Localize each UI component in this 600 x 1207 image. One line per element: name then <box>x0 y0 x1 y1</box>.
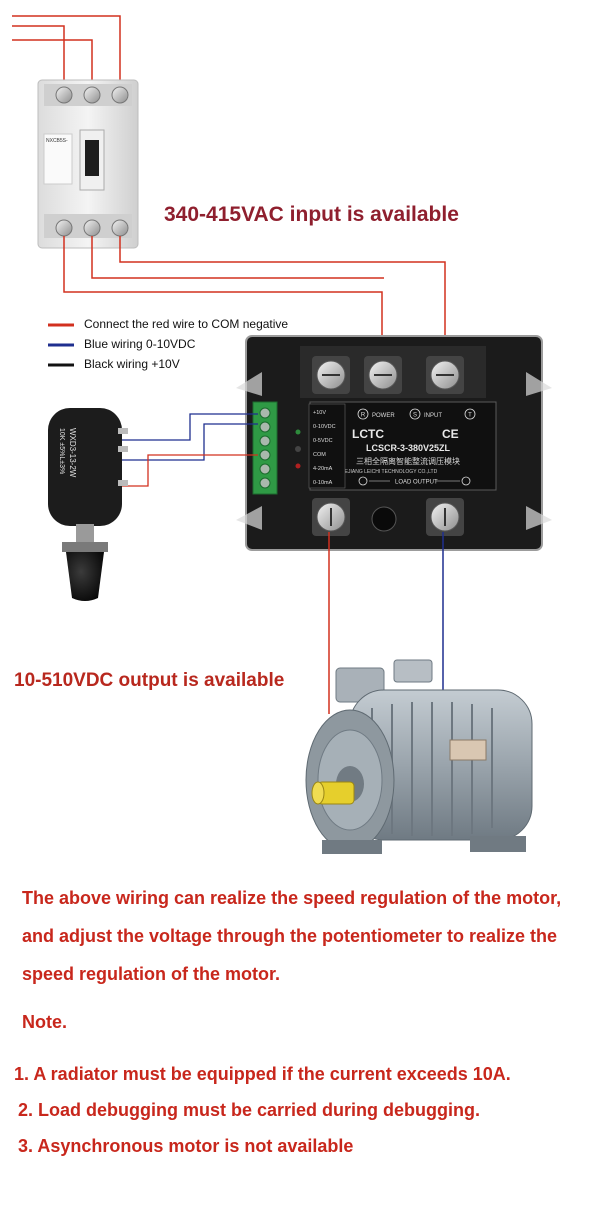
terminal-s-label: S <box>413 413 417 419</box>
control-wires <box>122 413 258 487</box>
module-model: LCSCR-3-380V25ZL <box>366 443 451 453</box>
note-item-2: 2. Load debugging must be carried during… <box>18 1100 481 1120</box>
input-label: INPUT <box>424 413 442 419</box>
output-voltage-label: 10-510VDC output is available <box>14 670 285 691</box>
legend-swatches <box>48 323 74 367</box>
control-terminal-block <box>252 401 278 495</box>
legend-black-label: Black wiring +10V <box>84 357 180 371</box>
terminal-r-label: R <box>361 413 366 419</box>
breaker-toggle-handle <box>85 140 99 176</box>
output-terminal-screws <box>312 498 464 536</box>
led-green <box>295 429 301 435</box>
input-voltage-label: 340-415VAC input is available <box>164 203 459 226</box>
pin-label-3: 0-5VDC <box>313 438 333 444</box>
circuit-breaker: NXCB5S- <box>37 79 139 249</box>
pin-label-column: +10V 0-10VDC 0-5VDC COM 4-20mA 0-10mA <box>308 403 346 489</box>
input-wires-to-module <box>63 236 446 362</box>
legend-blue-label: Blue wiring 0-10VDC <box>84 337 196 351</box>
pot-model-line-2: 10K ±5%L±3% <box>58 428 65 474</box>
terminal-t-label: T <box>468 413 472 419</box>
nameplate <box>449 739 487 761</box>
note-title: Note. <box>22 1012 67 1032</box>
power-label: POWER <box>372 413 395 419</box>
led-red <box>295 463 301 469</box>
input-wires-top <box>12 15 121 82</box>
potentiometer: WXD3-13-2W 10K ±5%L±3% <box>48 408 128 601</box>
pot-knob <box>66 552 104 601</box>
pot-model-line-1: WXD3-13-2W <box>68 428 77 478</box>
module-brand: LCTC <box>352 427 384 441</box>
description-paragraph: The above wiring can realize the speed r… <box>22 888 562 984</box>
load-output-label: LOAD OUTPUT <box>395 480 438 486</box>
output-wires <box>328 532 444 714</box>
input-terminal-screws <box>312 356 464 394</box>
pin-label-1: +10V <box>313 410 326 416</box>
module-manufacturer: ZHEJIANG LEICHI TECHNOLOGY CO.,LTD <box>338 469 438 475</box>
scr-module: R POWER S INPUT T LCTC CE LCSCR-3-380V25… <box>236 335 552 551</box>
breaker-brand-text: NXCB5S- <box>46 138 68 144</box>
pin-label-4: COM <box>313 452 326 458</box>
note-item-3: 3. Asynchronous motor is not available <box>18 1136 354 1156</box>
pin-label-6: 0-10mA <box>313 480 333 486</box>
ce-mark: CE <box>442 427 459 441</box>
note-item-1: 1. A radiator must be equipped if the cu… <box>14 1064 511 1084</box>
adjust-hole <box>295 446 301 452</box>
legend-red-label: Connect the red wire to COM negative <box>84 317 289 331</box>
module-chinese-name: 三相全隔离智能整流调压模块 <box>356 456 460 466</box>
electric-motor <box>305 659 533 854</box>
pin-label-5: 4-20mA <box>313 466 333 472</box>
pin-label-2: 0-10VDC <box>313 424 336 430</box>
